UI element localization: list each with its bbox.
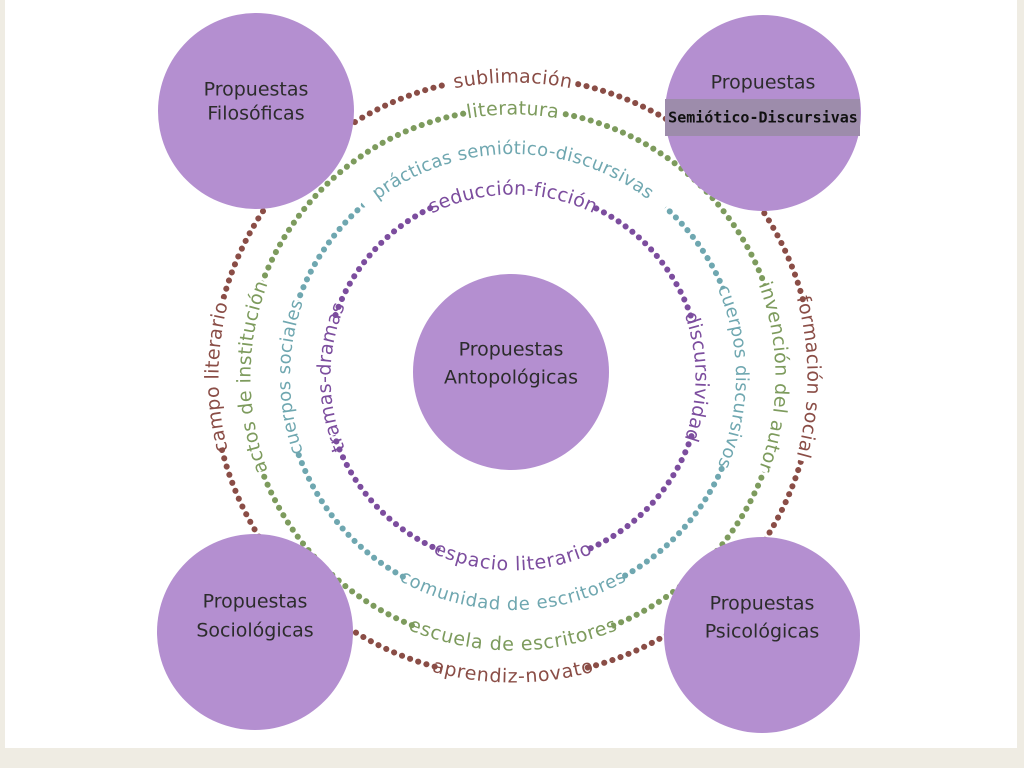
label-escuela-de-escritores: escuela de escritores	[406, 614, 621, 656]
node-center-line2: Antopológicas	[444, 367, 578, 389]
node-filosoficas-line2: Filosóficas	[207, 103, 304, 125]
label-literatura: literatura	[465, 97, 561, 123]
node-sociologicas: Propuestas Sociológicas	[157, 534, 353, 730]
node-sociologicas-line1: Propuestas	[203, 591, 308, 613]
node-semiotico-line2: Semiótico-Discursivas	[668, 109, 858, 127]
node-antropologicas: Propuestas Antopológicas	[413, 274, 609, 470]
node-center-line1: Propuestas	[459, 339, 564, 361]
node-filosoficas-line1: Propuestas	[204, 79, 309, 101]
node-psicologicas: Propuestas Psicológicas	[664, 537, 860, 733]
highlight-band	[665, 99, 860, 136]
node-semiotico-discursivas: Propuestas Semiótico-Discursivas	[665, 15, 861, 211]
node-semiotico-line1: Propuestas	[711, 72, 816, 94]
node-filosoficas: Propuestas Filosóficas	[158, 13, 354, 209]
node-psicologicas-line1: Propuestas	[710, 593, 815, 615]
node-sociologicas-line2: Sociológicas	[196, 620, 313, 642]
node-psicologicas-line2: Psicológicas	[705, 621, 820, 643]
